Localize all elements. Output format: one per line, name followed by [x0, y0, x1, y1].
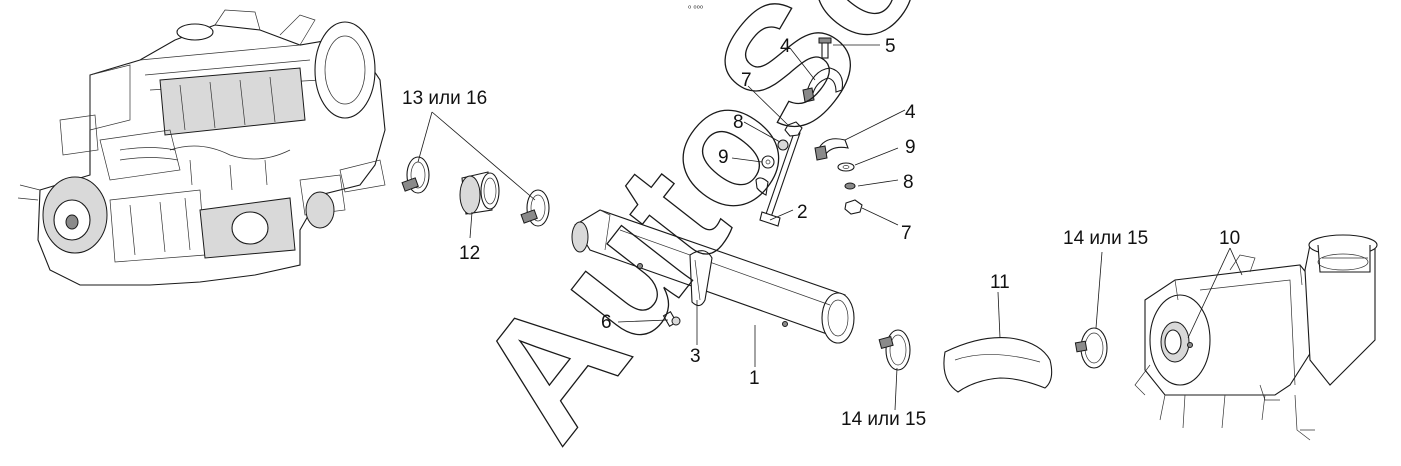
hose-clamp-14-15-right: [1074, 327, 1108, 369]
label-10: 10: [1219, 228, 1240, 249]
nut-7-right: [844, 199, 863, 215]
autosoft-watermark: AutoSoft: [439, 0, 1032, 466]
nut-7-left: [784, 121, 803, 137]
clamp-4-bolt-5: [802, 37, 849, 161]
fasteners-left: [761, 121, 803, 169]
bolt-6: [662, 311, 681, 327]
label-9-right: 9: [905, 137, 916, 158]
fasteners-right: [837, 162, 863, 215]
washer-9-right: [837, 162, 855, 172]
label-14-or-15-top: 14 или 15: [1063, 228, 1148, 249]
adapter-pipe-12: [459, 171, 500, 215]
engine-assembly: [17, 9, 386, 286]
label-4-top: 4: [780, 36, 791, 57]
label-14-or-15-bottom: 14 или 15: [841, 409, 926, 430]
lock-washer-8-left: [777, 139, 789, 151]
label-4-middle: 4: [905, 102, 916, 123]
label-7-left: 7: [741, 70, 752, 91]
label-2: 2: [797, 202, 808, 223]
air-filter-10: [1134, 234, 1378, 441]
label-12: 12: [459, 243, 480, 264]
label-11: 11: [990, 272, 1010, 293]
rubber-hose-11: [943, 337, 1053, 393]
label-1: 1: [749, 368, 760, 389]
hose-clamp-13-16-left: [401, 156, 430, 194]
support-bracket-3: [689, 250, 713, 307]
lock-washer-8-right: [844, 182, 856, 190]
corner-mark: ⁰ ⁰⁰⁰: [688, 4, 703, 13]
label-8-right: 8: [903, 172, 914, 193]
watermark-text: AutoSoft: [439, 0, 1030, 466]
label-6: 6: [601, 312, 612, 333]
label-13-or-16: 13 или 16: [402, 88, 487, 109]
label-9-left: 9: [718, 147, 729, 168]
label-8-left: 8: [733, 112, 744, 133]
label-5: 5: [885, 36, 896, 57]
hose-clamp-14-15-left: [878, 329, 911, 371]
part-labels: 13 или 16 12 6 3 1 2 7 8 9 4 5 4 9 8 7 1…: [402, 4, 1240, 430]
hose-clamp-13-16-right: [520, 189, 550, 227]
leader-lines: [417, 44, 1243, 411]
label-3: 3: [690, 346, 701, 367]
label-7-right: 7: [901, 223, 912, 244]
